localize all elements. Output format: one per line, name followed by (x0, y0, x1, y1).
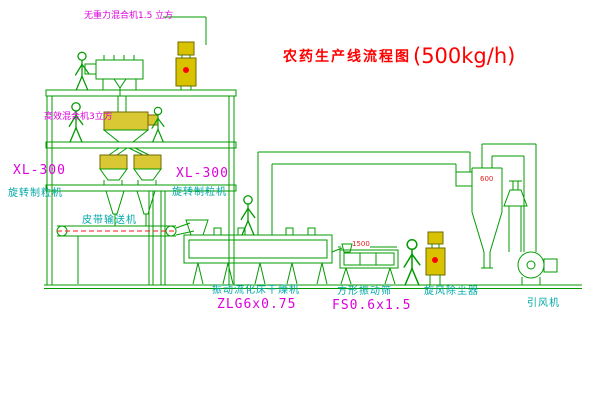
label-dryer: 振动流化床干燥机 (212, 285, 300, 296)
label-cyclone: 旋风除尘器 (424, 286, 479, 297)
person-icon (151, 106, 165, 143)
building-structure (45, 89, 237, 286)
person-icon (240, 195, 256, 236)
ground-line (44, 284, 582, 289)
label-sieve: 方形振动筛 (337, 286, 392, 297)
person-icon (68, 102, 84, 143)
person-icon (403, 238, 421, 286)
fluid-bed-dryer (183, 219, 343, 285)
cyclone (455, 143, 537, 269)
belt-conveyor (56, 222, 195, 284)
label-mixer2: 高效混合机3立方 (44, 112, 113, 122)
vibrating-sieve (338, 243, 399, 285)
induced-draft-fan (517, 251, 558, 285)
control-cabinet-1 (175, 41, 197, 90)
label-model-xl300-left: XL-300 (13, 163, 66, 178)
main-duct (257, 151, 471, 235)
top-mixer (84, 55, 144, 96)
person-icon (74, 51, 90, 91)
label-model-xl300-center: XL-300 (176, 166, 229, 181)
label-granulator-center: 旋转制粒机 (172, 187, 227, 198)
label-dryer-model: ZLG6x0.75 (217, 297, 297, 312)
label-granulator-left: 旋转制粒机 (8, 188, 63, 199)
leader-line (163, 16, 207, 45)
granulators (99, 154, 162, 226)
exhaust-stack (503, 180, 528, 252)
label-conveyor: 皮带输送机 (82, 215, 137, 226)
label-fan: 引风机 (527, 298, 560, 309)
diagram-title: 农药生产线流程图 (500kg/h) (283, 44, 515, 68)
dimension-cyclone-diameter: 600 (480, 175, 494, 183)
title-capacity: (500kg/h) (413, 44, 516, 68)
control-cabinet-2 (425, 231, 446, 285)
dimension-sieve-length: 1500 (352, 240, 370, 248)
label-top-mixer: 无重力混合机1.5 立方 (84, 11, 174, 21)
mixer-2 (102, 96, 159, 156)
title-text: 农药生产线流程图 (283, 49, 411, 65)
label-sieve-model: FS0.6x1.5 (332, 298, 412, 313)
